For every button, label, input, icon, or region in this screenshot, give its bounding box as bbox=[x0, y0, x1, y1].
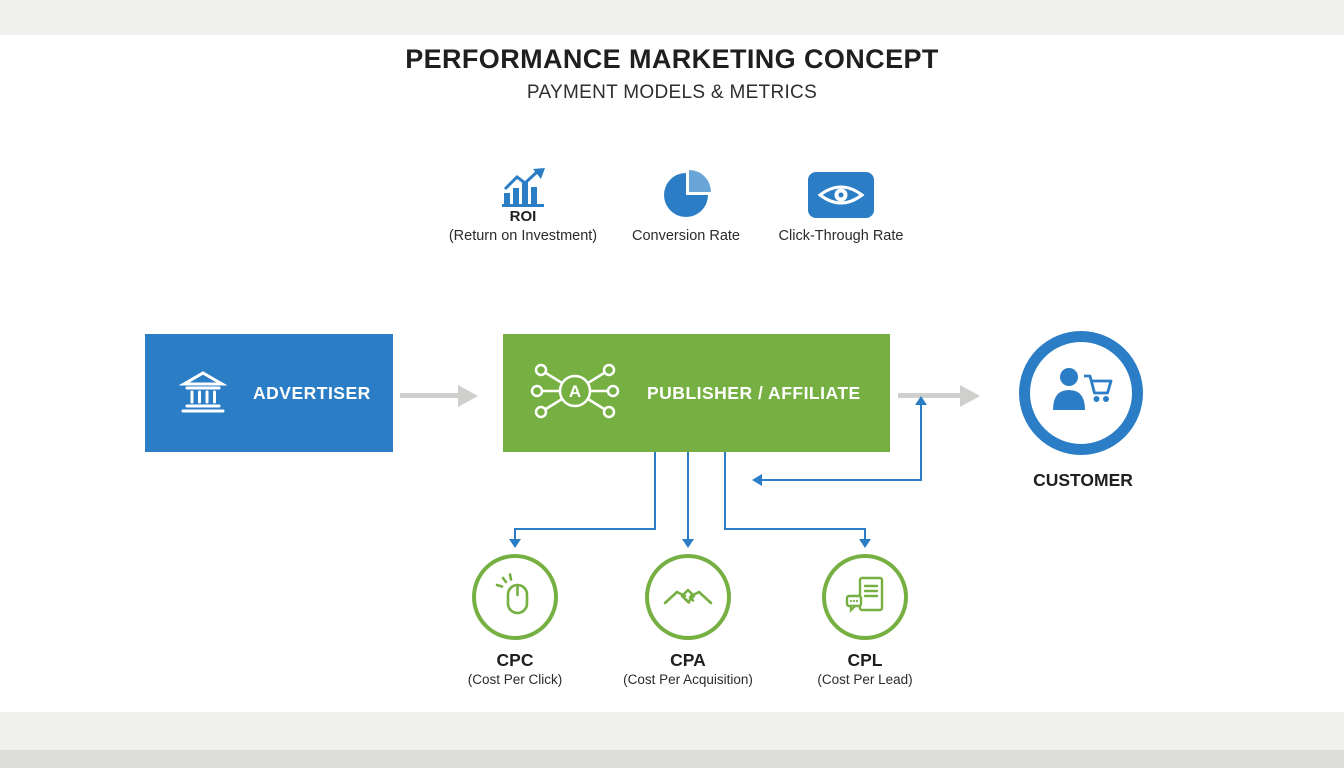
flow-arrow-head bbox=[960, 385, 980, 407]
bottom-band-dark bbox=[0, 750, 1344, 768]
connector-line bbox=[687, 452, 689, 540]
cpc-label: CPC bbox=[496, 650, 534, 670]
customer-label: CUSTOMER bbox=[1033, 470, 1133, 490]
bank-icon bbox=[178, 367, 228, 420]
cpa-circle bbox=[645, 554, 731, 640]
flow-arrow-shaft bbox=[400, 393, 460, 398]
flow-arrow-head bbox=[458, 385, 478, 407]
handshake-icon bbox=[663, 577, 713, 618]
connector-line bbox=[514, 528, 516, 540]
cpc-circle bbox=[472, 554, 558, 640]
metric-conversion-label: Conversion Rate bbox=[632, 228, 740, 244]
metric-roi-label: ROI bbox=[509, 208, 537, 225]
advertiser-label: ADVERTISER bbox=[253, 382, 371, 403]
network-node-icon: A bbox=[529, 360, 621, 427]
connector-arrowhead-down bbox=[682, 539, 694, 548]
customer-circle bbox=[1019, 331, 1143, 455]
network-icon-letter: A bbox=[569, 382, 581, 401]
document-chat-icon bbox=[842, 572, 888, 623]
connector-line bbox=[864, 528, 866, 540]
page-subtitle: PAYMENT MODELS & METRICS bbox=[526, 82, 818, 103]
page-title: PERFORMANCE MARKETING CONCEPT bbox=[405, 44, 939, 74]
connector-line bbox=[654, 452, 656, 529]
publisher-label: PUBLISHER / AFFILIATE bbox=[647, 382, 861, 403]
connector-line bbox=[724, 452, 726, 529]
person-cart-icon bbox=[1049, 364, 1113, 423]
top-band bbox=[0, 0, 1344, 35]
publisher-box: A PUBLISHER / AFFILIATE bbox=[503, 334, 890, 452]
eye-icon bbox=[808, 172, 874, 223]
connector-line bbox=[724, 528, 866, 530]
connector-line bbox=[514, 528, 656, 530]
flow-arrow-shaft bbox=[898, 393, 962, 398]
cpl-sublabel: (Cost Per Lead) bbox=[817, 672, 913, 687]
cpa-sublabel: (Cost Per Acquisition) bbox=[623, 672, 753, 687]
cpa-label: CPA bbox=[670, 650, 706, 670]
connector-arrowhead-down bbox=[859, 539, 871, 548]
feedback-arrowhead-up bbox=[915, 396, 927, 405]
advertiser-box: ADVERTISER bbox=[145, 334, 393, 452]
feedback-line-horizontal bbox=[762, 479, 922, 481]
pie-chart-icon bbox=[660, 168, 712, 225]
cpl-circle bbox=[822, 554, 908, 640]
cpl-label: CPL bbox=[847, 650, 883, 670]
cpc-sublabel: (Cost Per Click) bbox=[467, 672, 563, 687]
feedback-line-vertical bbox=[920, 404, 922, 481]
metric-roi-sublabel: (Return on Investment) bbox=[448, 228, 598, 244]
bar-chart-growth-icon bbox=[500, 168, 546, 213]
mouse-click-icon bbox=[492, 572, 538, 623]
connector-arrowhead-down bbox=[509, 539, 521, 548]
metric-ctr-label: Click-Through Rate bbox=[778, 228, 904, 244]
feedback-arrowhead-left bbox=[752, 474, 762, 486]
